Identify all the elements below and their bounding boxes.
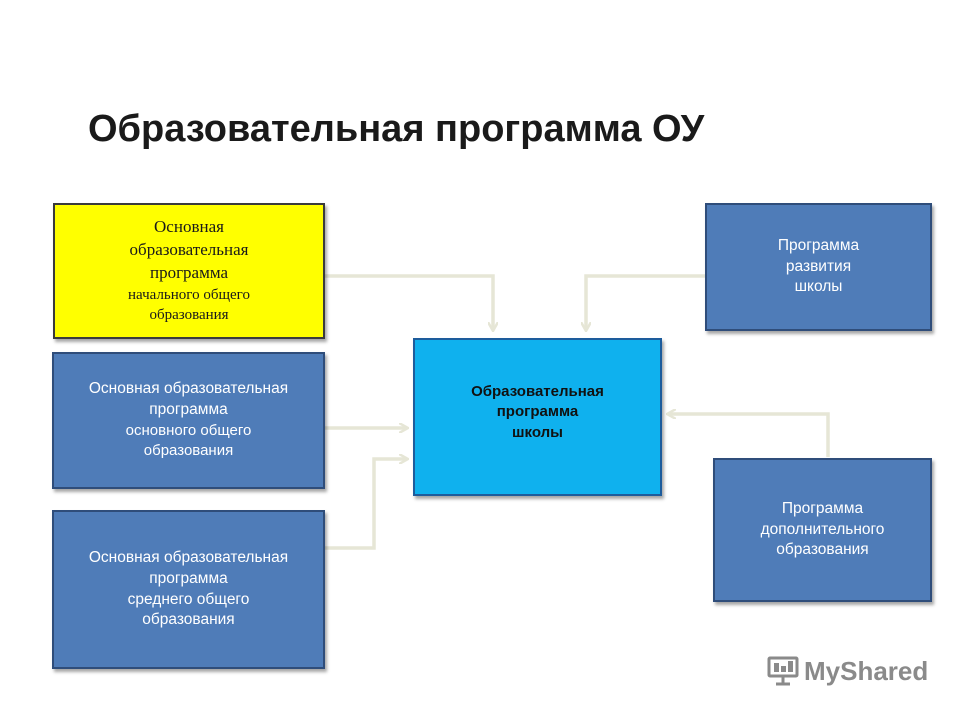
arrow-development-to-center: [586, 274, 713, 330]
box-line: Основная: [154, 217, 224, 237]
box-line: среднего общего: [127, 590, 250, 608]
box-line: школы: [794, 278, 843, 296]
box-development-program: Программа развития школы: [705, 203, 932, 331]
presentation-board-icon: [767, 656, 799, 686]
box-line: Программа: [777, 236, 860, 254]
box-line: образовательная: [129, 240, 249, 260]
box-line: школы: [512, 423, 563, 441]
box-line: программа: [149, 569, 228, 587]
box-line: программа: [149, 263, 229, 283]
arrow-secondary-to-center: [323, 459, 407, 550]
box-school-program: Образовательная программа школы: [413, 338, 662, 496]
box-line: основного общего: [125, 422, 252, 440]
box-line: программа: [496, 403, 579, 421]
box-line: Программа: [781, 499, 864, 517]
box-line: Основная образовательная: [88, 548, 289, 566]
box-basic-education: Основная образовательная программа основ…: [52, 352, 325, 489]
box-line: образования: [142, 611, 235, 629]
box-secondary-education: Основная образовательная программа средн…: [52, 510, 325, 669]
arrow-primary-to-center: [325, 274, 493, 330]
box-additional-education: Программа дополнительного образования: [713, 458, 932, 602]
box-line: Основная образовательная: [88, 380, 289, 398]
box-line: образования: [149, 307, 229, 324]
watermark-text: MyShared: [804, 655, 929, 686]
arrow-additional-to-center: [668, 414, 830, 457]
box-line: образования: [143, 442, 234, 460]
box-line: образования: [776, 541, 869, 559]
box-line: программа: [149, 401, 228, 419]
box-line: Образовательная: [471, 383, 604, 400]
page-title: Образовательная программа ОУ: [88, 108, 705, 150]
myshared-watermark: MyShared: [766, 655, 928, 687]
box-line: развития: [785, 257, 852, 275]
box-line: начального общего: [128, 287, 250, 304]
box-primary-education: Основная образовательная программа начал…: [53, 203, 325, 339]
box-line: дополнительного: [760, 520, 885, 538]
